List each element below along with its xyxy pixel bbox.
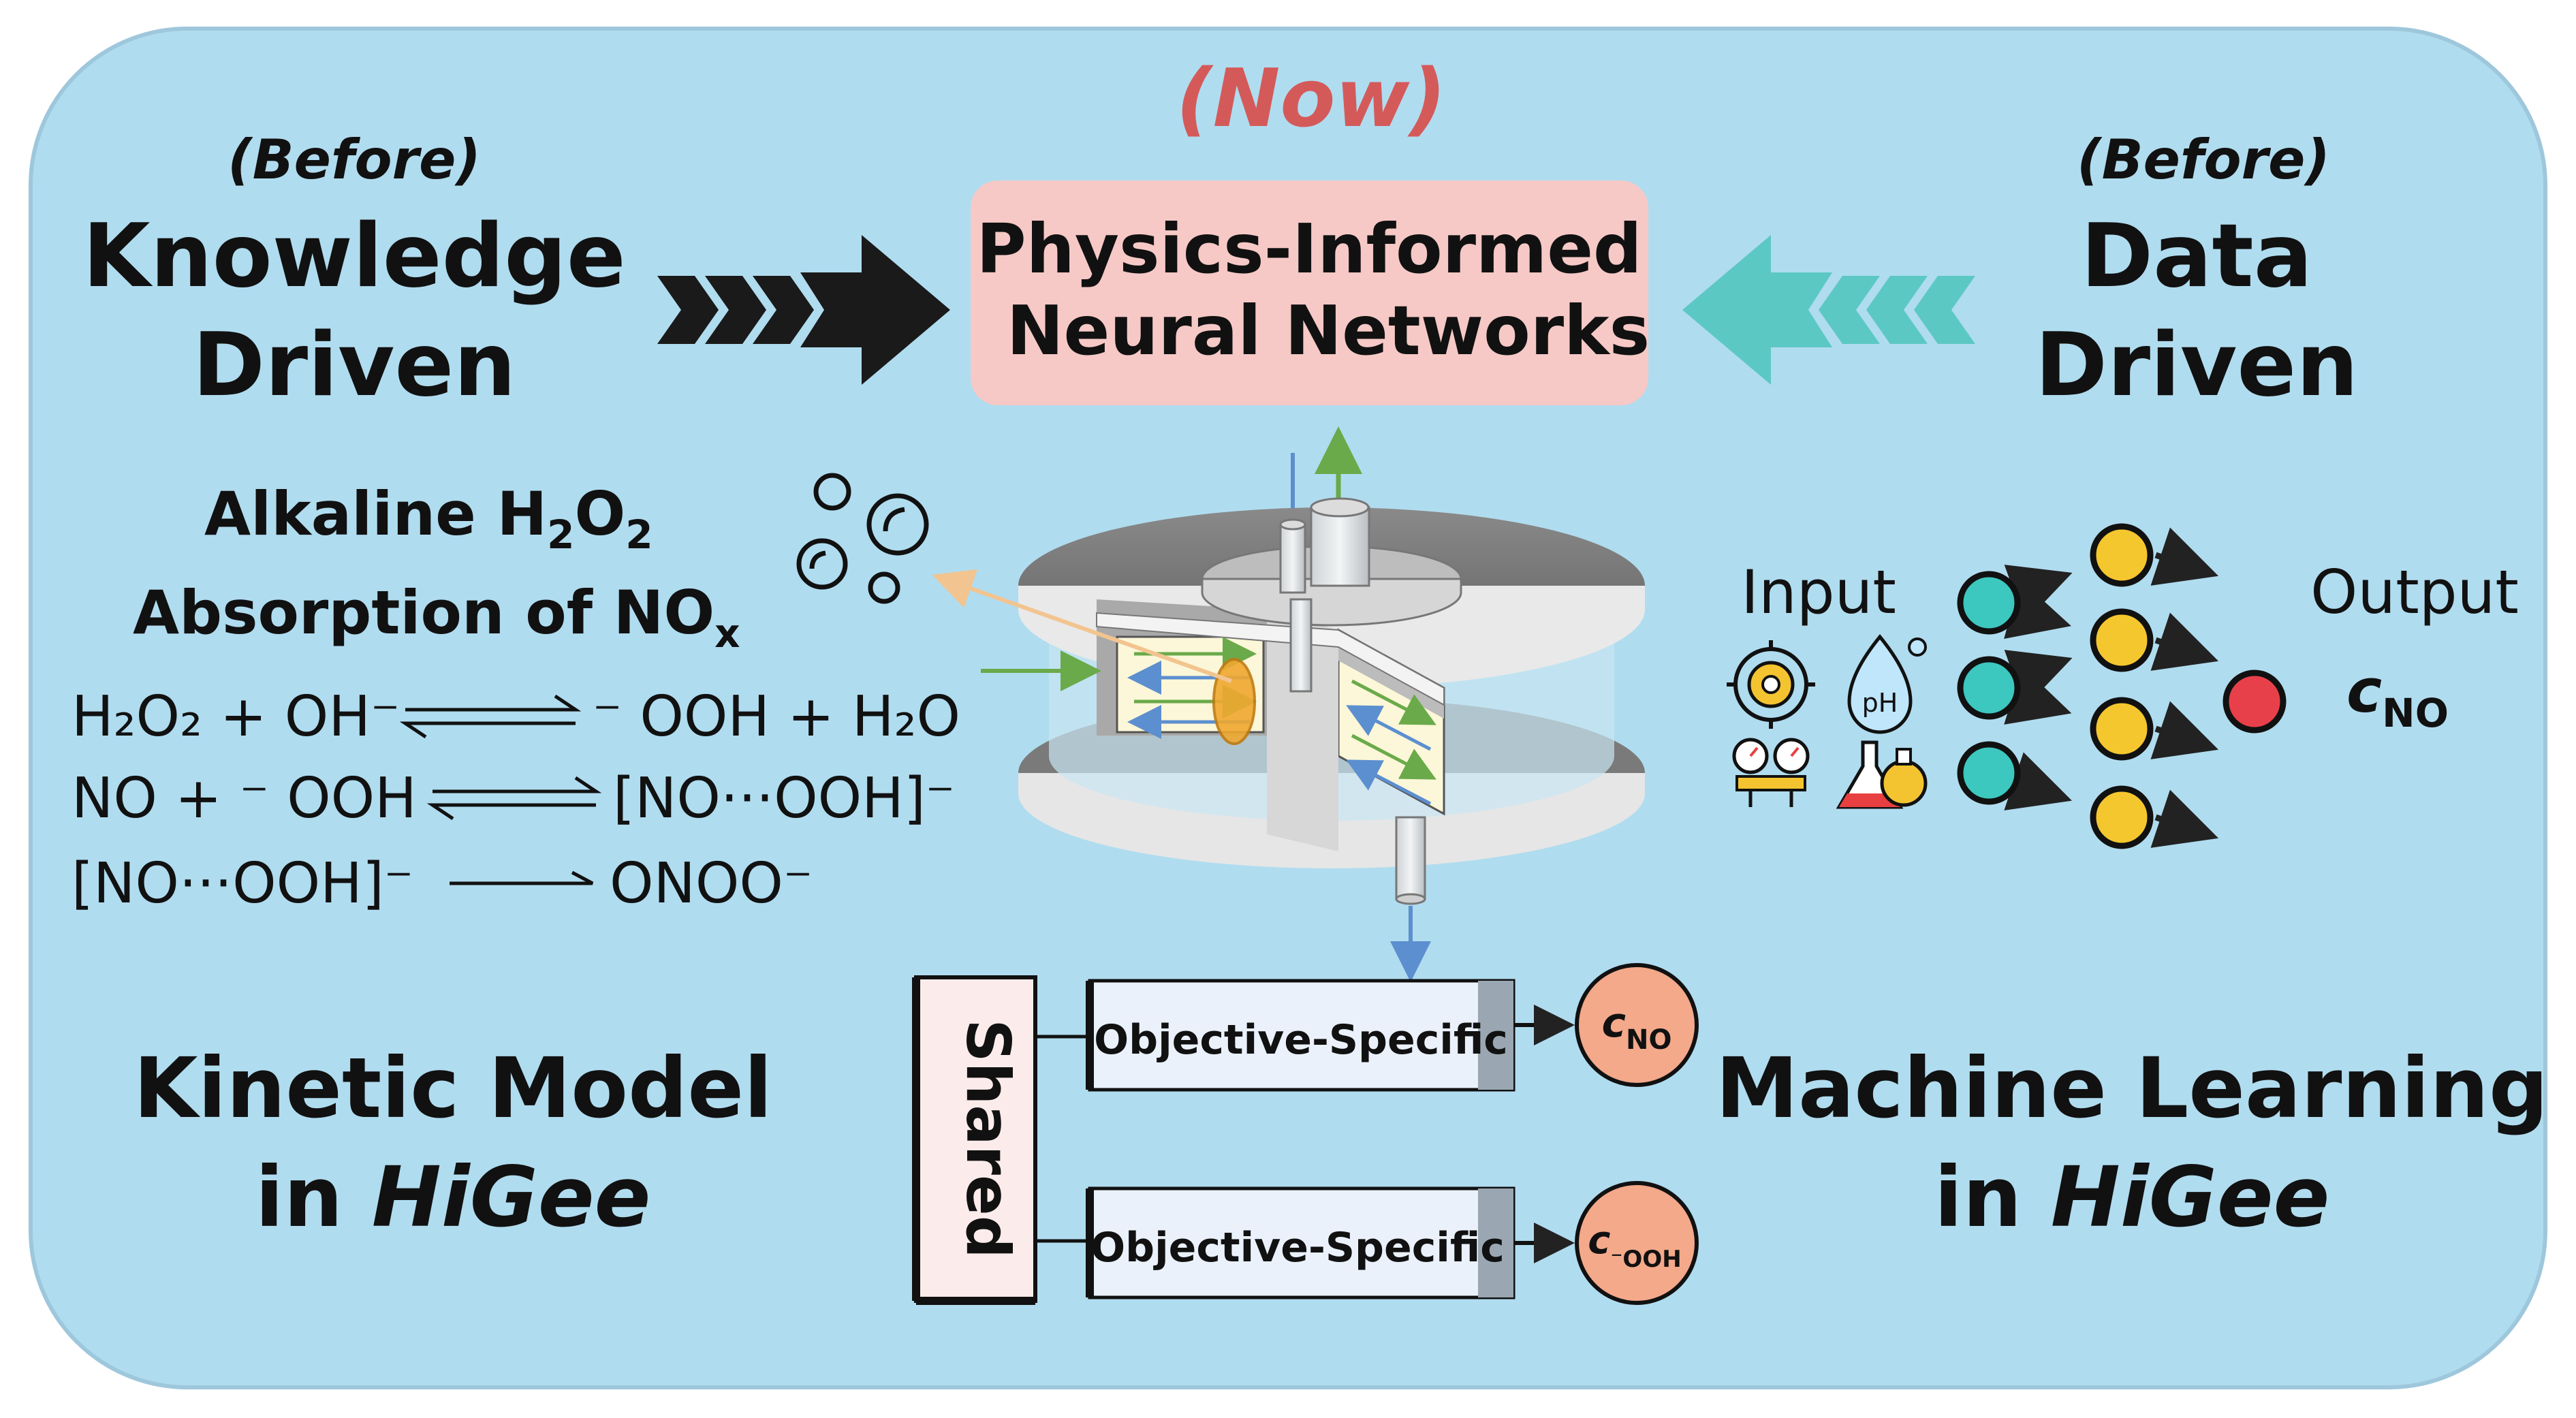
nn-hidden-node [2090, 785, 2154, 849]
shared-block [914, 975, 1037, 1303]
nn-hidden-node [2090, 523, 2154, 587]
objective-block-2: Objective-Specific [1086, 1186, 1515, 1299]
reaction-left-3: [NO···OOH]⁻ [72, 851, 413, 916]
nn-edge [2150, 612, 2219, 671]
reaction-right-2: [NO···OOH]⁻ [613, 766, 955, 831]
reaction-left-1: H₂O₂ + OH⁻ [72, 684, 400, 749]
ml-model-line2: in HiGee [1934, 1149, 2330, 1246]
data-arrow-icon [1682, 235, 1975, 385]
nn-input-node [1957, 656, 2021, 720]
pinn-box [971, 180, 1648, 405]
absorption-title-line1: Alkaline H2O2 [204, 479, 653, 558]
nn-hidden-node [2090, 697, 2154, 761]
pinn-title-line1: Physics-Informed [976, 209, 1642, 289]
reaction-left-2: NO + ⁻ OOH [72, 766, 417, 831]
reaction-arrow-3 [450, 870, 594, 885]
output-label: Output [2310, 557, 2519, 627]
data-title-line1: Data [2081, 206, 2312, 307]
ml-model-line1: Machine Learning [1716, 1040, 2549, 1137]
ph-drop-icon: pH [1847, 634, 1927, 734]
reaction-right-3: ONOO⁻ [610, 851, 813, 916]
left-before-label: (Before) [227, 128, 481, 191]
svg-text:c⁻OOH: c⁻OOH [1588, 1218, 1681, 1273]
nn-edge [2150, 789, 2219, 848]
knowledge-title-line1: Knowledge [82, 206, 625, 307]
svg-text:pH: pH [1862, 688, 1898, 718]
flask-icon [1836, 740, 1928, 809]
bubbles-icon [796, 473, 929, 604]
knowledge-title-line2: Driven [193, 315, 516, 416]
output-node-ooh: c⁻OOH [1575, 1181, 1699, 1305]
nn-input-node [1957, 741, 2021, 805]
knowledge-arrow-icon [657, 235, 950, 385]
input-label: Input [1741, 557, 1896, 627]
kinetic-model-line2: in HiGee [255, 1149, 651, 1246]
svg-text:cNO: cNO [1601, 999, 1671, 1056]
nn-edge [2150, 701, 2219, 759]
reaction-arrow-2 [426, 776, 602, 821]
pressure-gauge-icon [1732, 738, 1810, 807]
gear-icon [1727, 640, 1815, 729]
absorption-title-line2: Absorption of NOx [133, 578, 740, 657]
reaction-right-1: ⁻ OOH + H₂O [593, 684, 960, 749]
shared-label: Shared [953, 1019, 1023, 1258]
pinn-title-line2: Neural Networks [1007, 291, 1650, 371]
nn-hidden-node [2090, 608, 2154, 672]
objective-label-1: Objective-Specific [1094, 1016, 1508, 1064]
kinetic-model-line1: Kinetic Model [133, 1040, 772, 1137]
neural-network-icon [1957, 523, 2287, 849]
output-variable: cNO [2346, 656, 2449, 736]
now-label: (Now) [1176, 51, 1447, 145]
higee-reactor-illustration [932, 426, 1645, 982]
nn-edge [2004, 752, 2072, 810]
nn-edge [2004, 580, 2071, 639]
nn-input-node [1957, 571, 2021, 635]
nn-edge [2004, 665, 2072, 725]
objective-block-1: Objective-Specific [1086, 979, 1515, 1092]
data-title-line2: Driven [2035, 315, 2359, 416]
reaction-list: H₂O₂ + OH⁻ ⁻ OOH + H₂O NO + ⁻ OOH [NO···OOH… [72, 684, 960, 916]
reaction-arrow-1 [399, 694, 582, 739]
objective-label-2: Objective-Specific [1090, 1224, 1505, 1272]
multitask-network: Shared Objective-Specific Objective-Spec… [912, 963, 1699, 1305]
nn-edge [2150, 527, 2219, 586]
nn-output-node [2222, 669, 2287, 734]
right-before-label: (Before) [2077, 128, 2330, 191]
output-node-no: cNO [1575, 963, 1699, 1087]
